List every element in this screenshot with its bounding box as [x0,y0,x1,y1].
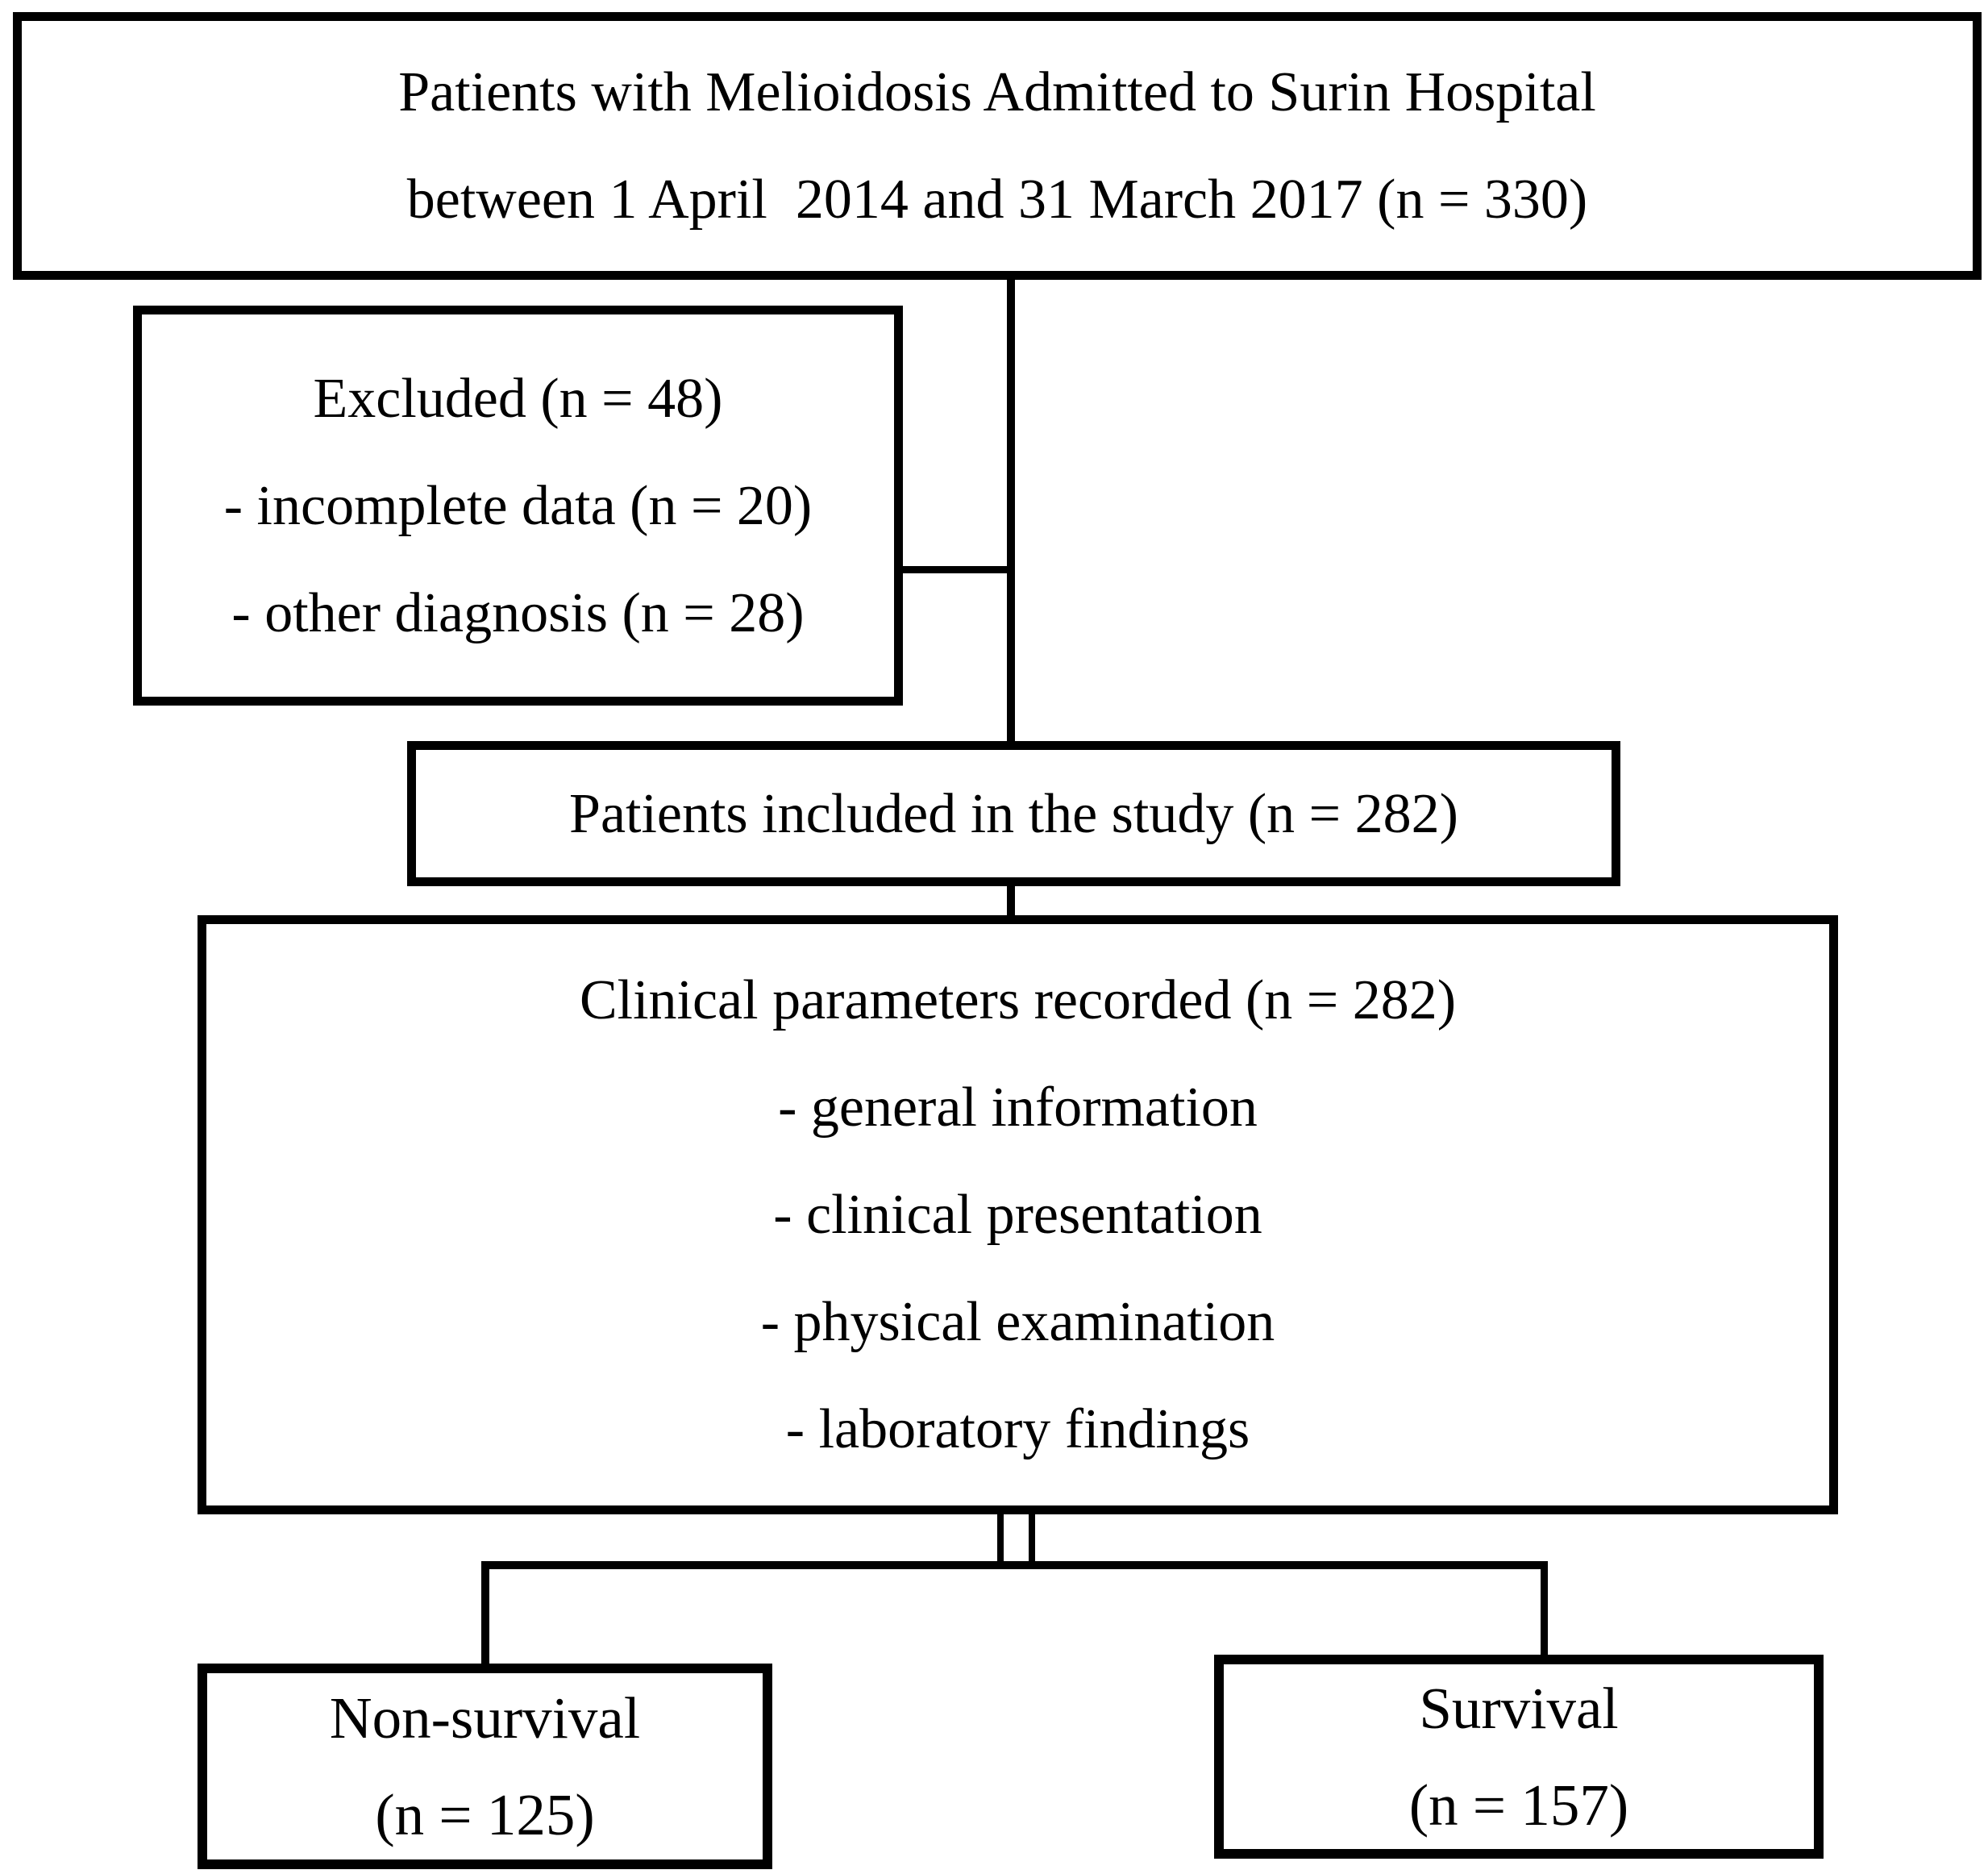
admitted-box: Patients with Melioidosis Admitted to Su… [13,12,1982,280]
excluded-box-item-2: - other diagnosis (n = 28) [231,581,805,644]
clinical-box-item-4: - laboratory findings [785,1398,1250,1460]
admitted-box-line-1: Patients with Melioidosis Admitted to Su… [398,61,1596,123]
clinical-box-item-1: - general information [778,1077,1258,1139]
excluded-box-title: Excluded (n = 48) [313,367,723,430]
excluded-box: Excluded (n = 48) - incomplete data (n =… [133,306,903,706]
survival-box: Survival (n = 157) [1214,1655,1824,1859]
connector-excluded-stem [900,566,1014,573]
connector-included-to-clinical [1007,883,1015,919]
connector-drop-survival [1541,1567,1548,1656]
non-survival-box: Non-survival (n = 125) [198,1664,772,1869]
connector-branch-horizontal [481,1561,1548,1569]
non-survival-box-label: Non-survival [329,1685,641,1751]
clinical-box-title: Clinical parameters recorded (n = 282) [579,969,1457,1031]
included-box: Patients included in the study (n = 282) [407,741,1620,886]
clinical-box-item-3: - physical examination [760,1291,1275,1353]
connector-admitted-to-included [1007,274,1015,746]
connector-drop-non-survival [481,1567,489,1665]
survival-box-count: (n = 157) [1408,1772,1629,1838]
clinical-parameters-box: Clinical parameters recorded (n = 282) -… [198,915,1838,1514]
survival-box-label: Survival [1419,1675,1619,1741]
connector-clinical-stub-left [997,1510,1004,1564]
admitted-box-line-2: between 1 April 2014 and 31 March 2017 (… [406,169,1588,231]
non-survival-box-count: (n = 125) [375,1781,595,1847]
included-box-line: Patients included in the study (n = 282) [569,782,1458,845]
connector-clinical-stub-right [1029,1510,1035,1564]
clinical-box-item-2: - clinical presentation [773,1184,1262,1246]
excluded-box-item-1: - incomplete data (n = 20) [223,474,813,537]
